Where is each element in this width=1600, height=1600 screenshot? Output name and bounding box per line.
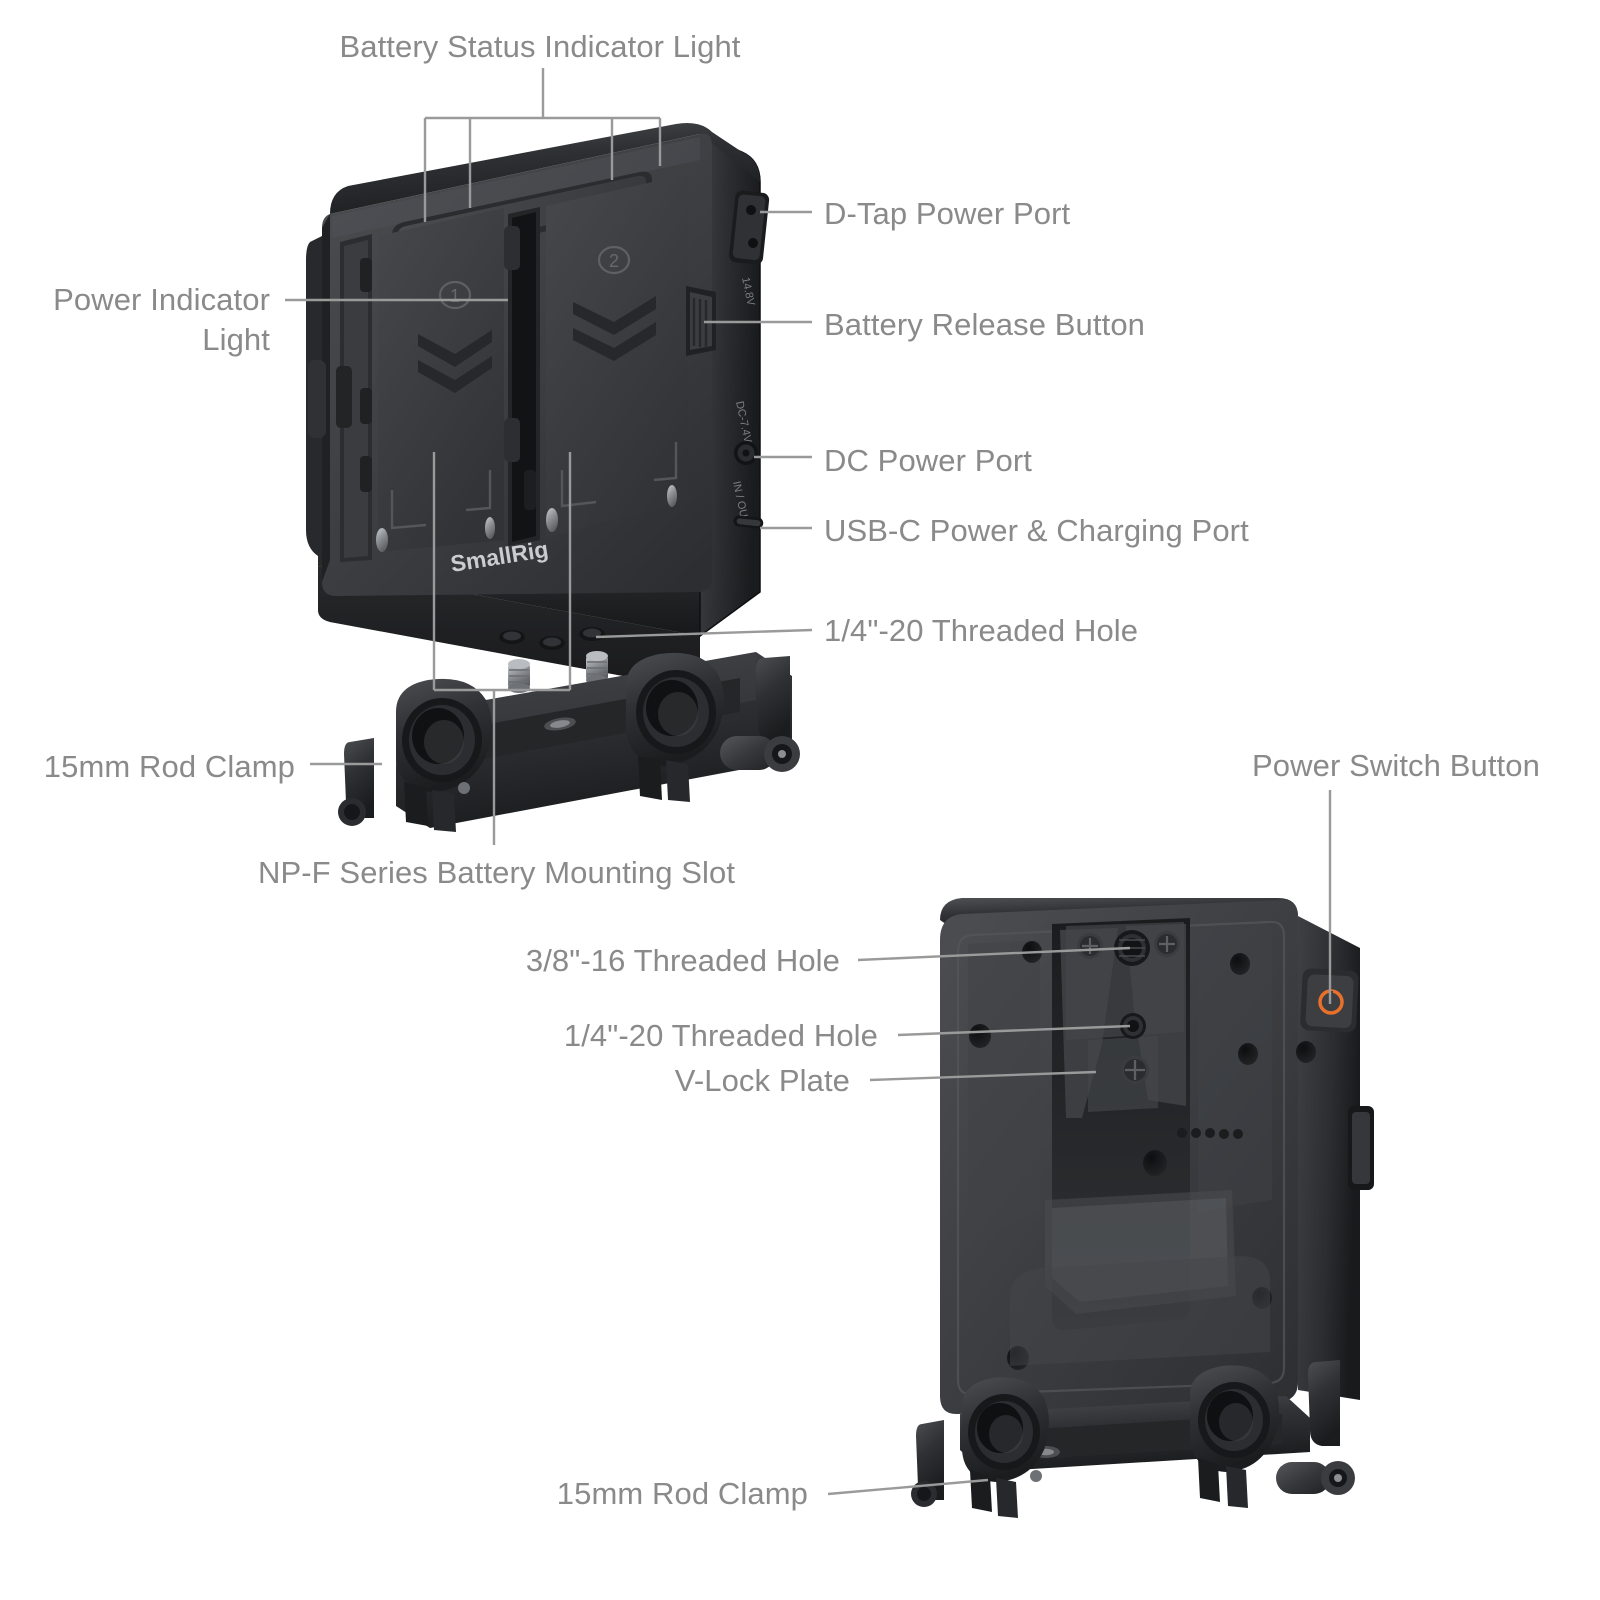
svg-text:2: 2 — [609, 251, 619, 271]
rod-clamp-left — [338, 678, 492, 832]
rod-clamp-right-bottom — [1190, 1360, 1355, 1508]
rod-clamp-assembly-bottom — [911, 1360, 1355, 1518]
phillips-screw — [1121, 1056, 1149, 1084]
callout-d-tap-power-port: D-Tap Power Port — [824, 196, 1071, 231]
callout-15mm-rod-clamp-top: 15mm Rod Clamp — [43, 749, 295, 784]
np-f-battery-plate-device: 1 2 SmallRig — [306, 123, 770, 689]
mount-hole — [969, 1024, 991, 1048]
power-switch-button[interactable] — [1300, 968, 1359, 1033]
dtap-voltage-label: 14.8V — [739, 276, 757, 307]
callout-np-f-series-battery-mounting-slot: NP-F Series Battery Mounting Slot — [258, 855, 736, 890]
callout-15mm-rod-clamp-bottom: 15mm Rod Clamp — [556, 1476, 808, 1511]
mount-hole — [1296, 1041, 1316, 1063]
callout-v-lock-plate: V-Lock Plate — [674, 1063, 850, 1098]
mount-hole — [1238, 1043, 1258, 1065]
callout-power-indicator-light-line1: Power Indicator — [53, 282, 270, 317]
rod-clamp-right — [626, 652, 800, 802]
mount-hole — [1230, 953, 1250, 975]
mount-hole — [1143, 1150, 1167, 1176]
callout-battery-release-button: Battery Release Button — [824, 307, 1145, 342]
threaded-hole-three-eighths — [1114, 930, 1150, 966]
mount-hole — [1022, 941, 1042, 963]
rod-clamp-assembly-top — [338, 651, 800, 832]
callout-dc-power-port: DC Power Port — [824, 443, 1033, 478]
v-mount-plate-device — [940, 898, 1374, 1415]
callout-usb-c-power-charging-port: USB-C Power & Charging Port — [824, 513, 1249, 548]
clamp-screw — [508, 659, 530, 693]
threaded-hole-quarter-twenty — [1120, 1013, 1146, 1039]
callout-three-eighths-sixteen-threaded-hole: 3/8"-16 Threaded Hole — [525, 943, 840, 978]
phillips-screw — [1077, 933, 1103, 959]
callout-battery-status-indicator-light: Battery Status Indicator Light — [339, 29, 741, 64]
phillips-screw — [1154, 931, 1180, 957]
callout-power-switch-button: Power Switch Button — [1252, 748, 1540, 783]
callout-quarter-twenty-threaded-hole-bottom: 1/4"-20 Threaded Hole — [563, 1018, 878, 1053]
callout-power-indicator-light: Power Indicator Light — [0, 280, 270, 359]
rod-clamp-left-bottom — [911, 1377, 1049, 1518]
callout-power-indicator-light-line2: Light — [202, 321, 270, 357]
svg-text:1: 1 — [450, 286, 460, 306]
callout-quarter-twenty-threaded-hole-top: 1/4"-20 Threaded Hole — [824, 613, 1139, 648]
contact-dots — [1177, 1128, 1243, 1139]
